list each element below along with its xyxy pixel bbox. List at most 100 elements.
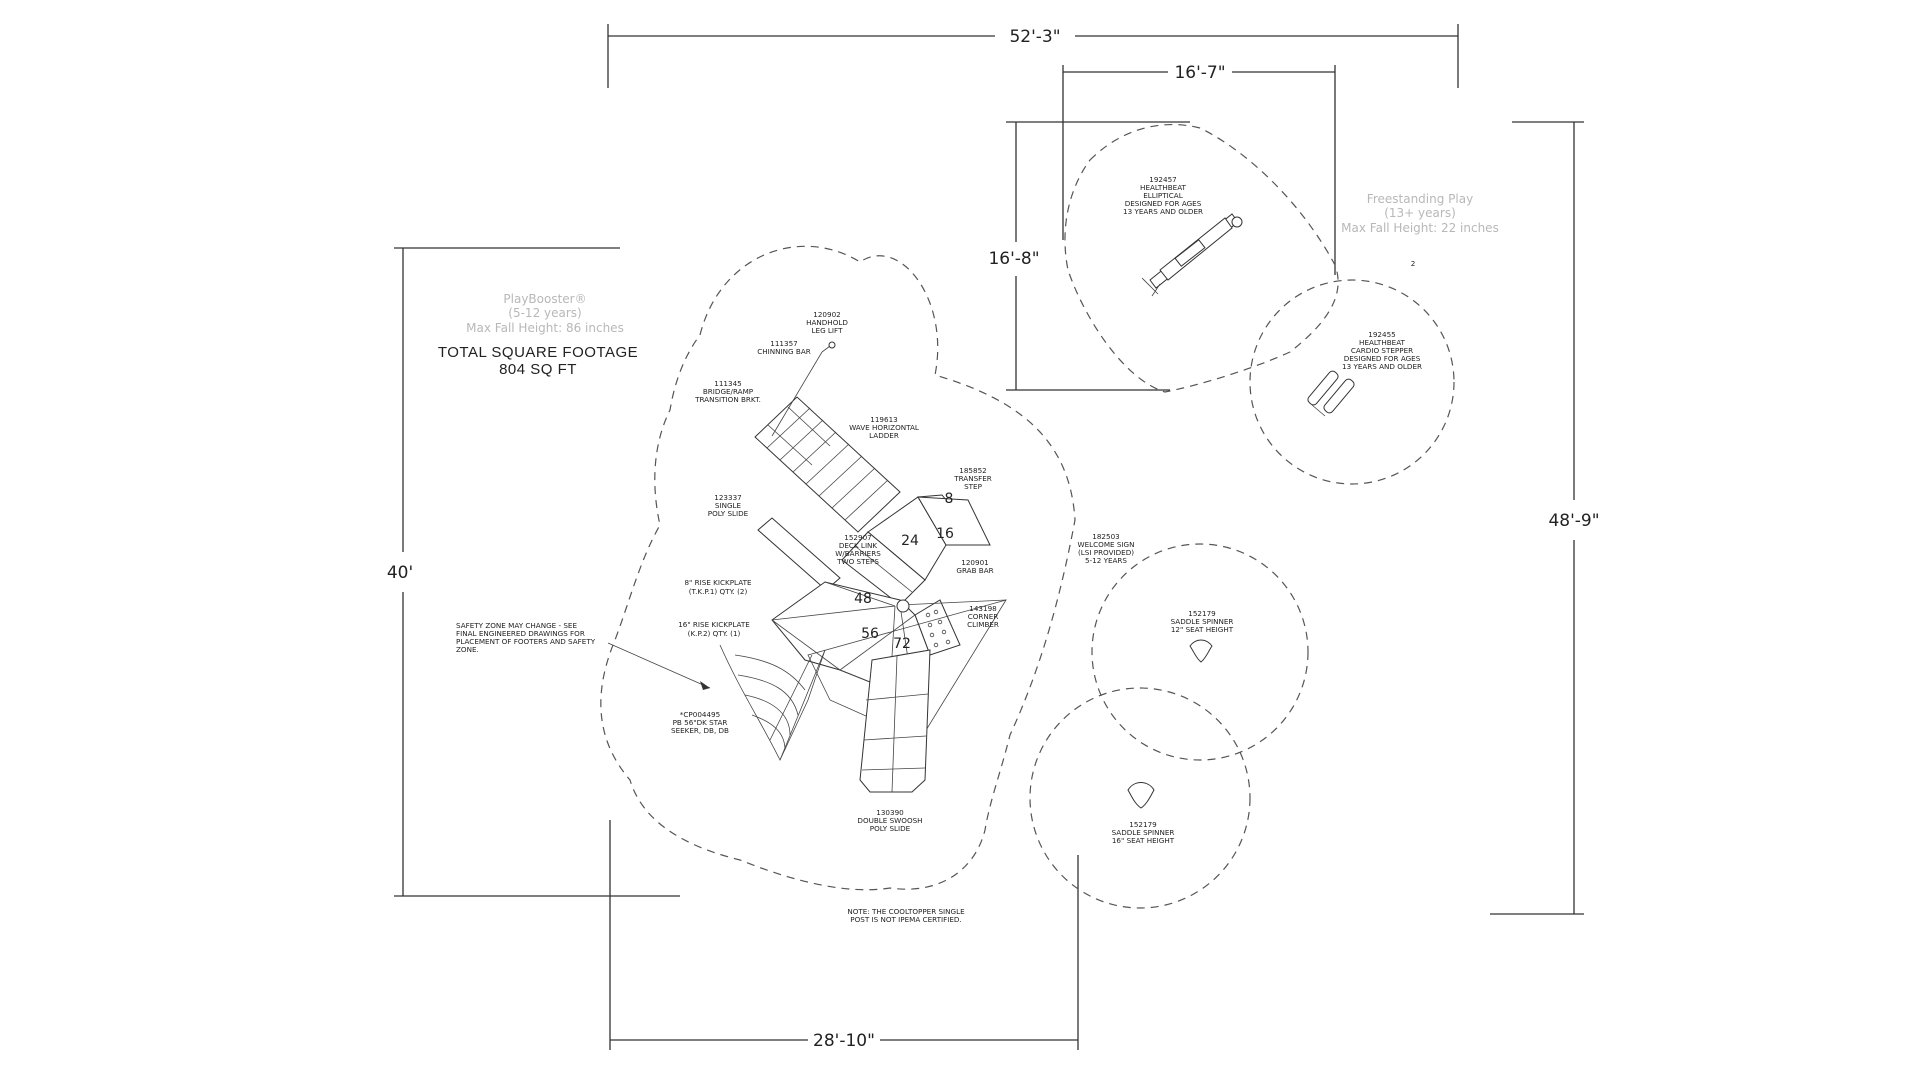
- svg-text:WELCOME SIGN: WELCOME SIGN: [1078, 540, 1135, 549]
- label-corner: 143198 CORNER CLIMBER: [967, 604, 999, 629]
- svg-text:TRANSFER: TRANSFER: [953, 474, 992, 483]
- svg-text:HEALTHBEAT: HEALTHBEAT: [1140, 183, 1187, 192]
- svg-text:120901: 120901: [961, 558, 988, 567]
- cooltopper-canopy: [807, 599, 1007, 741]
- wave-horizontal-ladder: [754, 396, 901, 533]
- safety-leader-line: [607, 642, 711, 689]
- svg-text:NOTE: THE COOLTOPPER SINGLE: NOTE: THE COOLTOPPER SINGLE: [847, 907, 965, 916]
- svg-text:LEG LIFT: LEG LIFT: [812, 326, 844, 335]
- svg-text:8" RISE KICKPLATE: 8" RISE KICKPLATE: [684, 578, 751, 587]
- label-handhold: 120902 HANDHOLD LEG LIFT: [806, 310, 848, 335]
- svg-text:143198: 143198: [969, 604, 997, 613]
- deck-number-48: 48: [854, 591, 872, 607]
- svg-text:SAFETY ZONE MAY CHANGE - SEE: SAFETY ZONE MAY CHANGE - SEE: [456, 621, 577, 630]
- deck-number-8: 8: [945, 491, 954, 507]
- elliptical-equipment: [1141, 213, 1243, 297]
- svg-text:CHINNING BAR: CHINNING BAR: [757, 347, 811, 356]
- svg-text:LADDER: LADDER: [869, 431, 899, 440]
- freestanding-count: 2: [1411, 259, 1416, 268]
- svg-text:12" SEAT HEIGHT: 12" SEAT HEIGHT: [1171, 625, 1234, 634]
- svg-text:BRIDGE/RAMP: BRIDGE/RAMP: [703, 387, 754, 396]
- svg-text:111345: 111345: [714, 379, 741, 388]
- label-swoosh: 130390 DOUBLE SWOOSH POLY SLIDE: [857, 808, 922, 833]
- svg-text:PB 56"DK STAR: PB 56"DK STAR: [673, 718, 728, 727]
- svg-text:Freestanding Play: Freestanding Play: [1367, 192, 1473, 206]
- svg-text:(K.P.2) QTY. (1): (K.P.2) QTY. (1): [688, 629, 741, 638]
- svg-text:CARDIO STEPPER: CARDIO STEPPER: [1351, 346, 1413, 355]
- svg-text:152179: 152179: [1129, 820, 1157, 829]
- svg-text:16" SEAT HEIGHT: 16" SEAT HEIGHT: [1112, 836, 1175, 845]
- stepper-safety-zone: [1249, 279, 1455, 485]
- playbooster-safety-zone: [600, 245, 1076, 891]
- label-cooltopper-note: NOTE: THE COOLTOPPER SINGLE POST IS NOT …: [847, 907, 965, 924]
- svg-text:185852: 185852: [959, 466, 986, 475]
- svg-text:CORNER: CORNER: [968, 612, 999, 621]
- svg-text:TRANSITION BRKT.: TRANSITION BRKT.: [694, 395, 761, 404]
- label-wave: 119613 WAVE HORIZONTAL LADDER: [849, 415, 919, 440]
- dimension-left-height: 40': [387, 247, 680, 897]
- svg-text:SADDLE SPINNER: SADDLE SPINNER: [1171, 617, 1234, 626]
- chinning-bar: [771, 351, 823, 437]
- svg-text:SADDLE SPINNER: SADDLE SPINNER: [1112, 828, 1175, 837]
- svg-text:13 YEARS AND OLDER: 13 YEARS AND OLDER: [1123, 207, 1203, 216]
- svg-text:GRAB BAR: GRAB BAR: [956, 566, 993, 575]
- svg-text:192455: 192455: [1368, 330, 1395, 339]
- left-height-label: 40': [387, 563, 413, 583]
- svg-text:PLACEMENT OF FOOTERS AND SAFET: PLACEMENT OF FOOTERS AND SAFETY: [456, 637, 596, 646]
- svg-text:POLY SLIDE: POLY SLIDE: [708, 509, 749, 518]
- overall-height-label: 48'-9": [1548, 511, 1599, 531]
- svg-text:CLIMBER: CLIMBER: [967, 620, 999, 629]
- canopy-post: [896, 599, 910, 613]
- svg-text:16" RISE KICKPLATE: 16" RISE KICKPLATE: [678, 620, 750, 629]
- svg-text:W/BARRIERS: W/BARRIERS: [835, 549, 881, 558]
- label-star-seeker: *CP004495 PB 56"DK STAR SEEKER, DB, DB: [671, 710, 729, 735]
- svg-text:123337: 123337: [714, 493, 741, 502]
- svg-text:PlayBooster®: PlayBooster®: [503, 292, 586, 306]
- label-chinning: 111357 CHINNING BAR: [757, 339, 811, 356]
- spinner12-safety-zone: [1091, 543, 1309, 761]
- svg-text:152179: 152179: [1188, 609, 1216, 618]
- label-elliptical: 192457 HEALTHBEAT ELLIPTICAL DESIGNED FO…: [1123, 175, 1203, 216]
- svg-text:HEALTHBEAT: HEALTHBEAT: [1359, 338, 1406, 347]
- svg-text:STEP: STEP: [964, 482, 982, 491]
- deck-number-56: 56: [861, 626, 879, 642]
- label-grab-bar: 120901 GRAB BAR: [956, 558, 993, 575]
- deck-16: [917, 496, 991, 546]
- label-spinner12: 152179 SADDLE SPINNER 12" SEAT HEIGHT: [1171, 609, 1234, 634]
- svg-text:5-12 YEARS: 5-12 YEARS: [1085, 556, 1127, 565]
- double-swoosh-slide: [859, 649, 931, 793]
- svg-text:13 YEARS AND OLDER: 13 YEARS AND OLDER: [1342, 362, 1422, 371]
- svg-text:HANDHOLD: HANDHOLD: [806, 318, 848, 327]
- svg-text:Max Fall Height: 86 inches: Max Fall Height: 86 inches: [466, 321, 624, 335]
- svg-text:FINAL ENGINEERED DRAWINGS FOR: FINAL ENGINEERED DRAWINGS FOR: [456, 629, 585, 638]
- label-deck-link: 152907 DECK LINK W/BARRIERS TWO STEPS: [835, 533, 881, 566]
- total-footage-label: TOTAL SQUARE FOOTAGE: [438, 344, 638, 361]
- svg-text:DECK LINK: DECK LINK: [839, 541, 878, 550]
- svg-text:(13+ years): (13+ years): [1384, 206, 1456, 220]
- svg-text:*CP004495: *CP004495: [680, 710, 720, 719]
- label-welcome: 182503 WELCOME SIGN (LSI PROVIDED) 5-12 …: [1078, 532, 1135, 565]
- svg-text:152907: 152907: [844, 533, 871, 542]
- dimension-right-width: 16'-7": [1062, 63, 1336, 275]
- svg-text:DOUBLE SWOOSH: DOUBLE SWOOSH: [857, 816, 922, 825]
- svg-text:ELLIPTICAL: ELLIPTICAL: [1143, 191, 1182, 200]
- deck-number-16: 16: [936, 526, 954, 542]
- star-seeker: [719, 644, 826, 761]
- cardio-stepper-equipment: [1307, 370, 1355, 417]
- right-width-label: 16'-7": [1174, 63, 1225, 83]
- right-height-label: 16'-8": [988, 249, 1039, 269]
- label-single-slide: 123337 SINGLE POLY SLIDE: [708, 493, 749, 518]
- svg-text:ZONE.: ZONE.: [456, 645, 479, 654]
- label-rise16: 16" RISE KICKPLATE (K.P.2) QTY. (1): [678, 620, 750, 638]
- svg-text:(5-12 years): (5-12 years): [508, 306, 581, 320]
- single-poly-slide: [757, 517, 841, 591]
- svg-text:130390: 130390: [876, 808, 904, 817]
- dimension-bottom-width: 28'-10": [609, 820, 1079, 1051]
- svg-text:(LSI PROVIDED): (LSI PROVIDED): [1078, 548, 1134, 557]
- svg-text:DESIGNED FOR AGES: DESIGNED FOR AGES: [1344, 354, 1421, 363]
- svg-text:192457: 192457: [1149, 175, 1176, 184]
- saddle-spinner-12: [1189, 639, 1213, 663]
- saddle-spinner-16: [1127, 782, 1155, 809]
- elliptical-safety-zone: [1064, 123, 1339, 393]
